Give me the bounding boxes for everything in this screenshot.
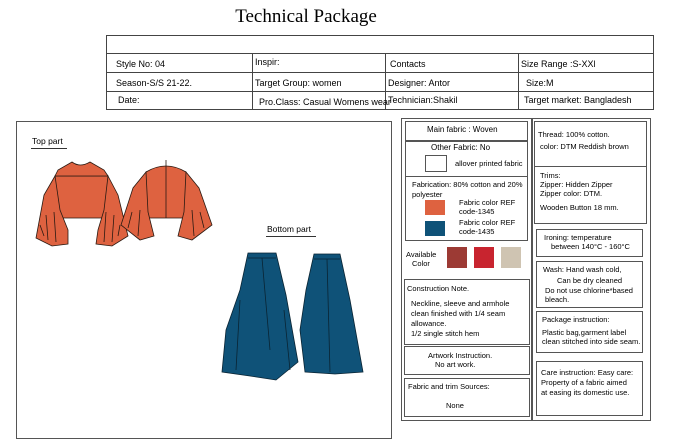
available-color-label-1: Available [406,250,437,259]
wash-box [536,261,643,308]
available-color-swatch-1 [447,247,467,268]
trims-line-2: Zipper color: DTM. [540,189,603,198]
construction-box [404,279,530,345]
sources-box [404,378,530,417]
wash-line-4: bleach. [545,295,570,304]
construction-title: Construction Note. [407,284,470,293]
fabric-color-swatch-1 [425,200,445,215]
ironing-line-1: Ironing: temperature [544,233,612,242]
available-color-swatch-3 [501,247,521,268]
ironing-box [536,229,643,257]
technician: Technician:Shakil [388,95,458,105]
spec-column-right [531,118,651,421]
care-box [536,361,643,416]
bottom-part-underline [266,236,316,237]
care-line-1: Care instruction: Easy care: [541,368,634,377]
thread-line-2: color: DTM Reddish brown [540,142,629,151]
top-part-label: Top part [32,136,63,146]
bottom-part-label: Bottom part [267,224,311,234]
designer: Designer: Antor [388,78,451,88]
care-line-2: Property of a fabric aimed [541,378,627,387]
sources-value: None [446,401,464,410]
ironing-line-2: between 140°C - 160°C [551,242,630,251]
artwork-box [404,346,530,375]
pro-class: Pro.Class: Casual Womens wear [259,97,391,107]
fabrication: Fabrication: 80% cotton and 20% polyeste… [412,180,523,199]
package-title: Package instruction: [542,315,610,324]
season: Season-S/S 21-22. [116,78,193,88]
construction-line-4: 1/2 single stitch hem [411,329,480,338]
allover-fabric: allover printed fabric [455,159,523,168]
package-line-1: Plastic bag,garment label [542,328,627,337]
swatch1-code: code-1345 [459,207,495,216]
care-line-3: at easing its domestic use. [541,388,630,397]
sketch-panel [16,121,392,439]
spec-column-left [401,118,533,421]
sources-title: Fabric and trim Sources: [408,382,490,391]
swatch2-ref: Fabric color REF [459,218,516,227]
target-market: Target market: Bangladesh [524,95,632,105]
trims-title: Trims: [540,171,561,180]
trims-line-1: Zipper: Hidden Zipper [540,180,613,189]
size: Size:M [526,78,554,88]
swatch2-code: code-1435 [459,227,495,236]
fabric-color-swatch-2 [425,221,445,236]
swatch1-ref: Fabric color REF [459,198,516,207]
package-line-2: clean stitched into side seam. [542,337,641,346]
wash-line-3: Do not use chlorine*based [545,286,633,295]
top-part-underline [31,148,67,149]
inspir: Inspir: [255,57,280,67]
wash-line-2: Can be dry cleaned [557,276,623,285]
available-color-label-2: Color [412,259,430,268]
artwork-line-1: Artwork Instruction. [428,351,493,360]
wash-line-1: Wash: Hand wash cold, [543,265,622,274]
available-color-swatch-2 [474,247,494,268]
target-group: Target Group: women [255,78,342,88]
construction-line-2: clean finished with 1/4 seam [411,309,506,318]
size-range: Size Range :S-XXl [521,59,596,69]
artwork-line-2: No art work. [435,360,476,369]
main-fabric: Main fabric : Woven [427,125,498,134]
date: Date: [118,95,140,105]
construction-line-1: Neckline, sleeve and armhole [411,299,510,308]
page-title: Technical Package [235,6,377,27]
construction-line-3: allowance. [411,319,447,328]
main-fabric-box [405,121,528,142]
contacts: Contacts [390,59,426,69]
trims-line-3: Wooden Button 18 mm. [540,203,619,212]
allover-swatch [425,155,447,172]
package-box [536,311,643,353]
trims-box [534,166,647,224]
thread-line-1: Thread: 100% cotton. [538,130,610,139]
fabrication-box [405,176,528,241]
header-table: Style No: 04 Inspir: Contacts Size Range… [106,35,654,110]
style-no: Style No: 04 [116,59,166,69]
other-fabric: Other Fabric: No [431,143,491,152]
